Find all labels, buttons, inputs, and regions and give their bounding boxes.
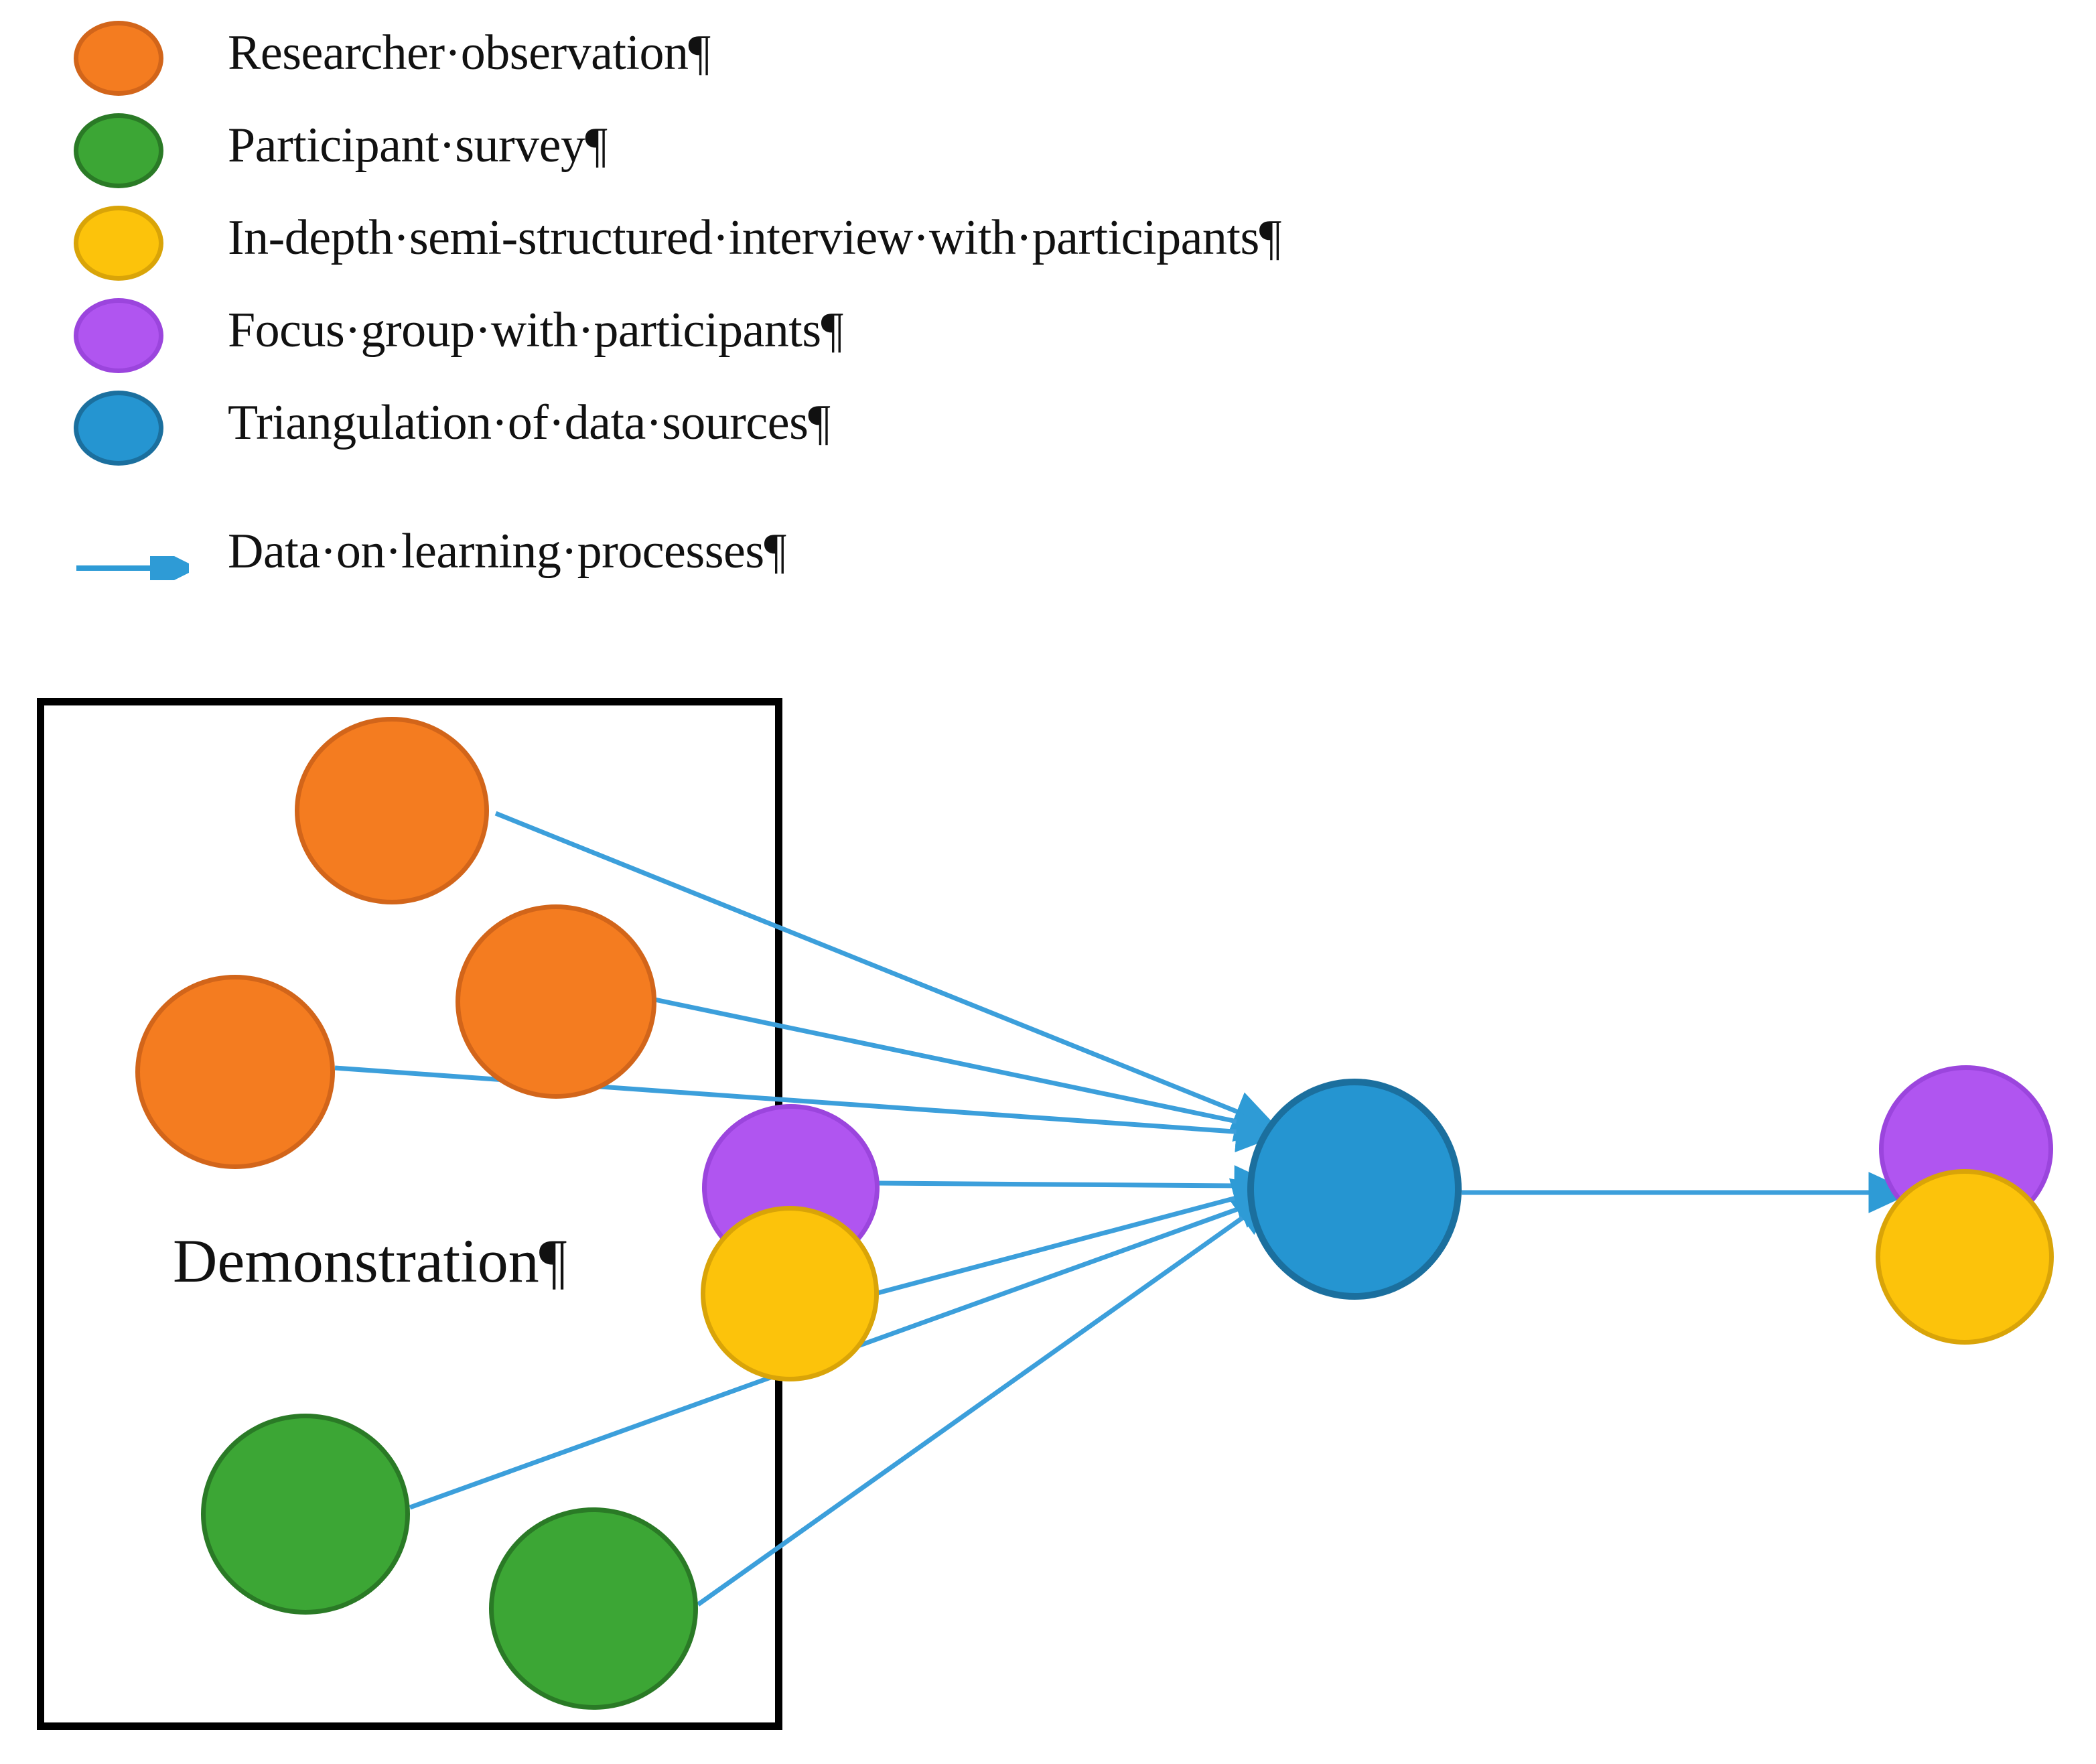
purple-circle-swatch [74,298,163,373]
legend-label-interview: In-depth·semi-structured·interview·with·… [228,210,1281,265]
legend-item-data-arrow: Data·on·learning·processes¶ [0,527,1474,618]
demonstration-label: Demonstration¶ [173,1227,567,1295]
legend-item-focus-group: Focus·group·with·participants¶ [0,292,1474,379]
legend-label-participant-survey: Participant·survey¶ [228,118,608,173]
blue-arrow-swatch [75,544,198,592]
legend: Researcher·observation¶ Participant·surv… [0,0,1474,603]
blue-circle-swatch [74,391,163,466]
legend-label-triangulation: Triangulation·of·data·sources¶ [228,395,831,450]
legend-label-focus-group: Focus·group·with·participants¶ [228,303,843,358]
legend-label-researcher-observation: Researcher·observation¶ [228,25,711,80]
participant-survey-node-1[interactable] [201,1414,410,1615]
green-circle-swatch [74,113,163,188]
orange-circle-swatch [74,21,163,96]
legend-item-interview: In-depth·semi-structured·interview·with·… [0,200,1474,287]
triangulation-node[interactable] [1247,1079,1462,1300]
interview-node-inside[interactable] [701,1206,879,1381]
legend-label-data-arrow: Data·on·learning·processes¶ [228,524,786,579]
researcher-observation-node-1[interactable] [295,717,489,904]
participant-survey-node-2[interactable] [489,1507,698,1710]
researcher-observation-node-2[interactable] [456,904,656,1099]
legend-item-triangulation: Triangulation·of·data·sources¶ [0,385,1474,472]
legend-item-participant-survey: Participant·survey¶ [0,107,1474,194]
legend-item-researcher-observation: Researcher·observation¶ [0,15,1474,102]
interview-node-outside[interactable] [1876,1169,2054,1345]
edge-focusgroup-to-triangulation [877,1165,1279,1207]
edge-interview-to-triangulation [877,1178,1278,1296]
yellow-circle-swatch [74,206,163,281]
researcher-observation-node-3[interactable] [135,975,335,1169]
